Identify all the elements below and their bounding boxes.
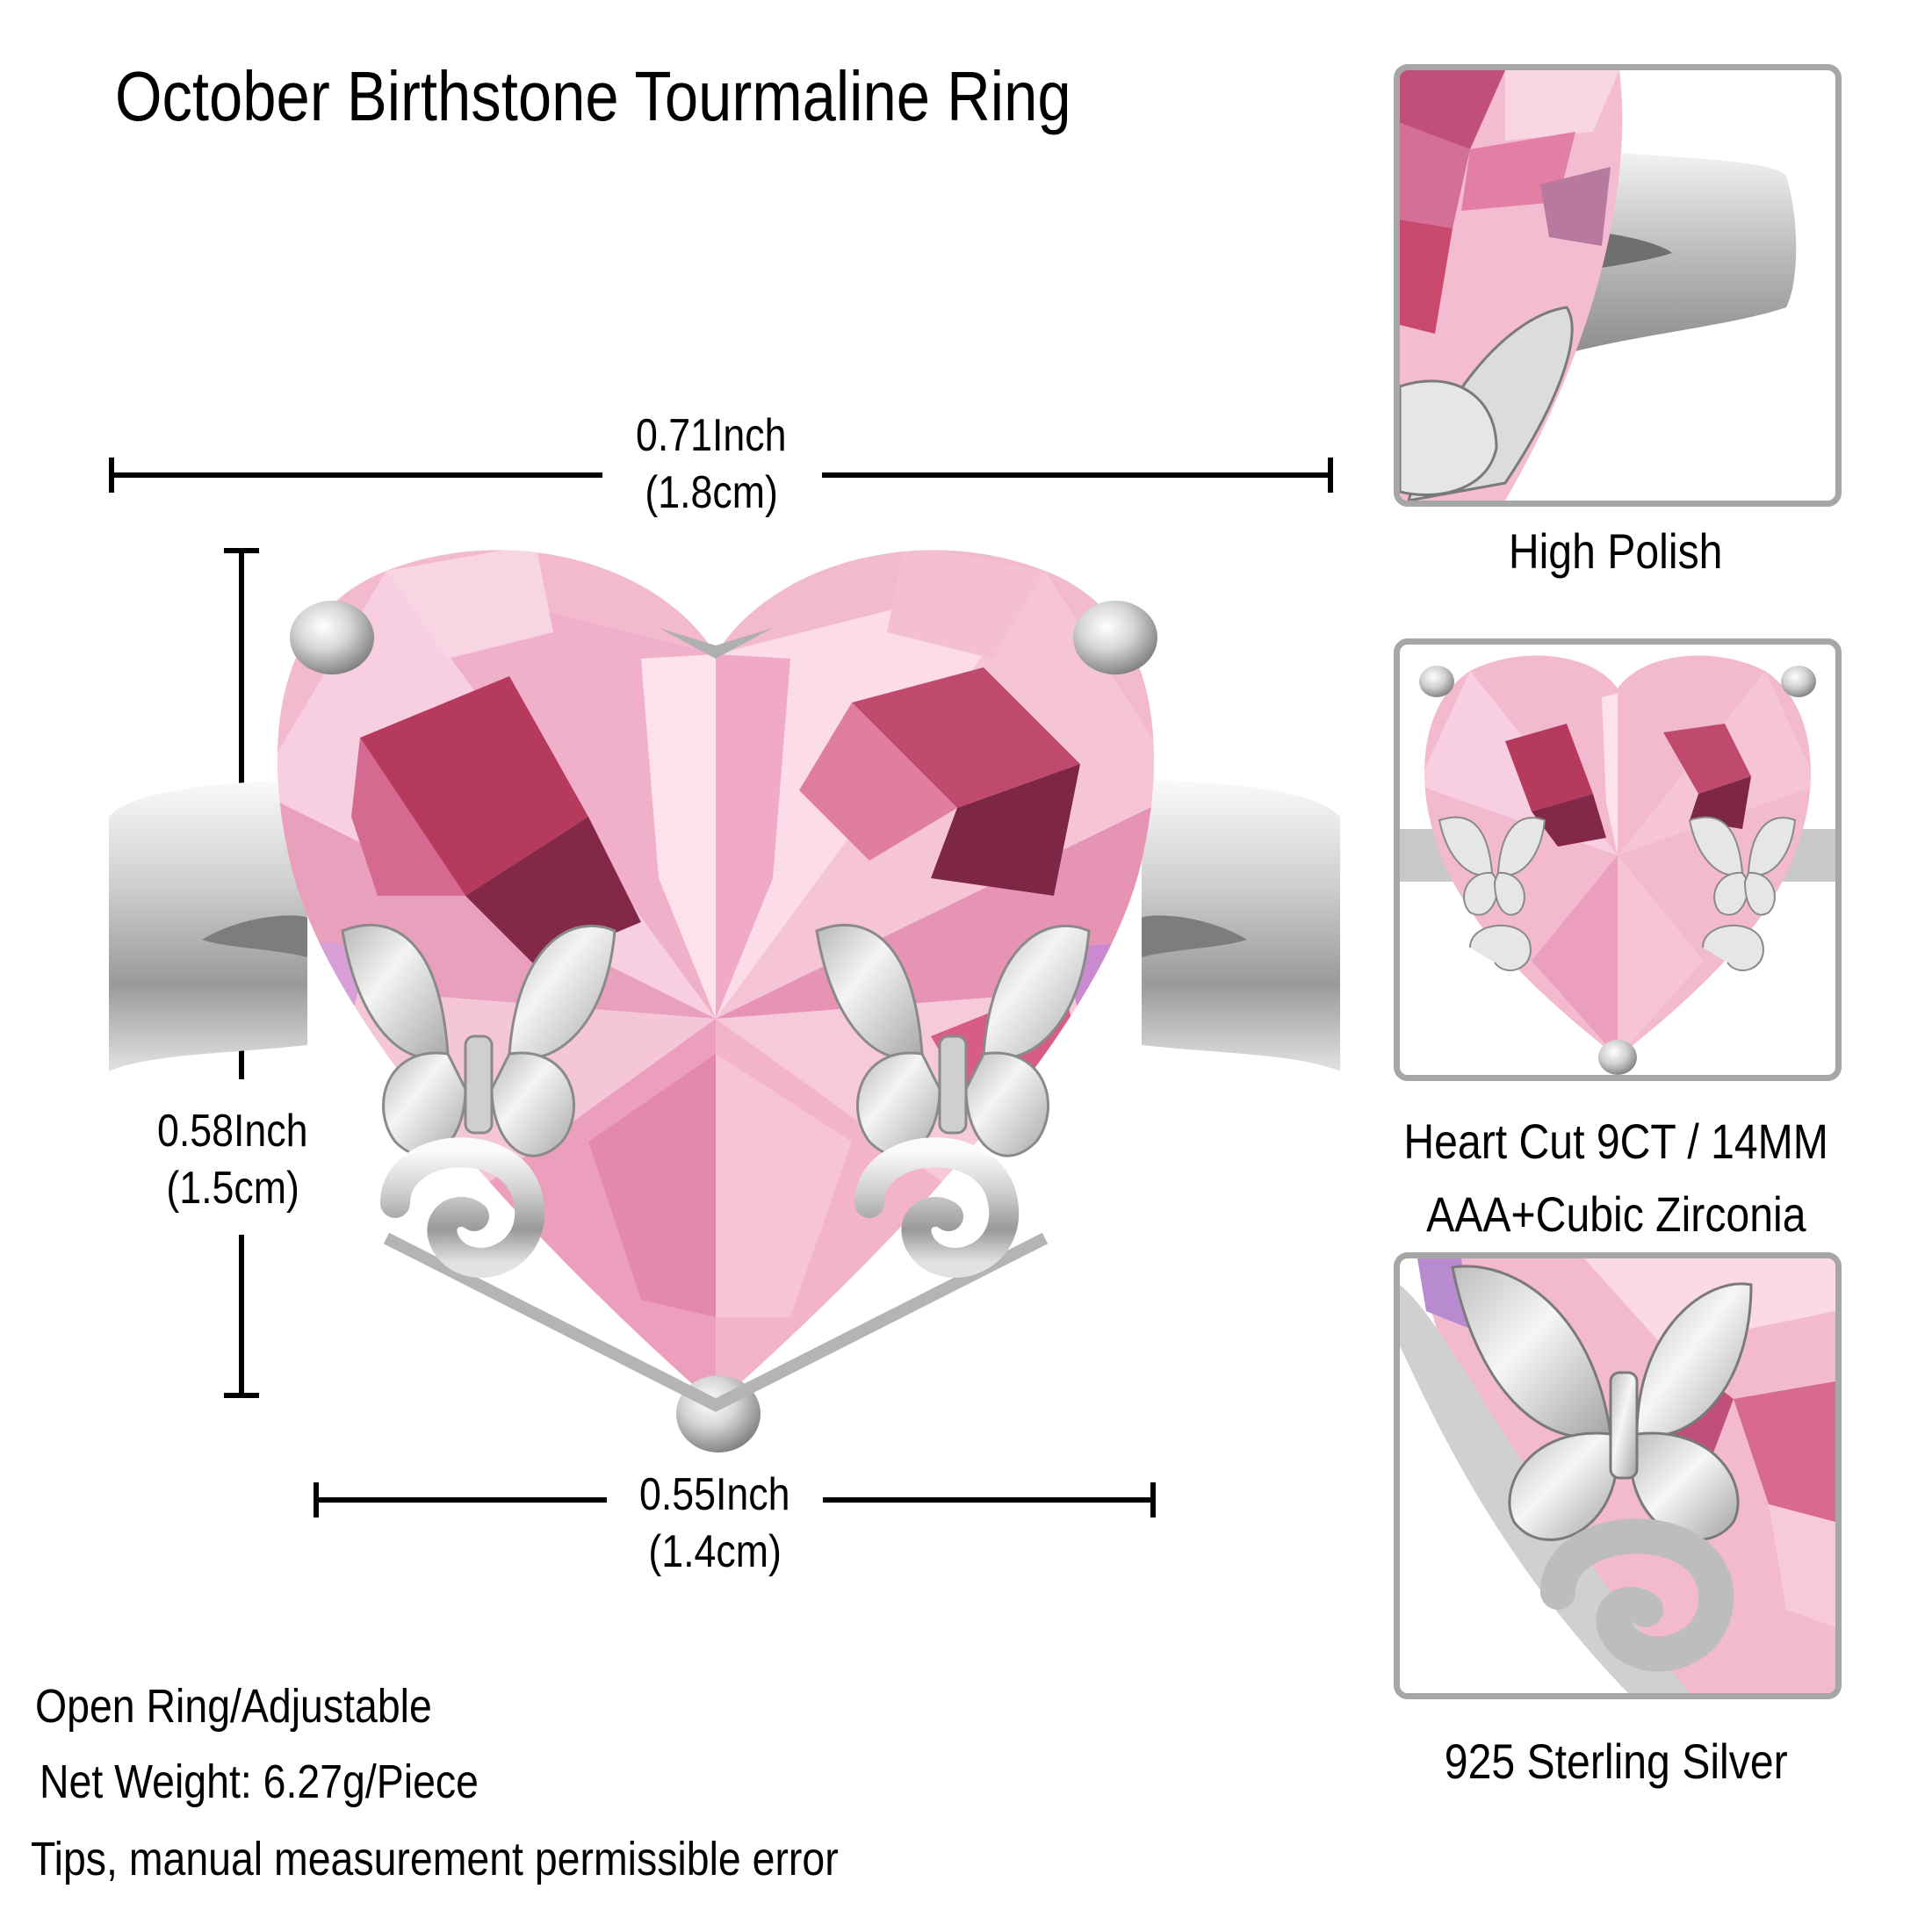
bottom-width-right-tick — [1150, 1482, 1156, 1517]
caption-heart-cut-line2: AAA+Cubic Zirconia — [1425, 1186, 1806, 1242]
band-closeup-image — [1400, 70, 1797, 501]
note-open-ring: Open Ring/Adjustable — [35, 1680, 432, 1733]
height-dimension-line-bottom — [239, 1235, 244, 1396]
note-tips: Tips, manual measurement permissible err… — [31, 1833, 839, 1885]
note-net-weight: Net Weight: 6.27g/Piece — [40, 1755, 479, 1808]
width-dimension-cm: (1.8cm) — [645, 467, 778, 518]
bottom-width-inch: 0.55Inch — [639, 1469, 790, 1520]
prong-top-right — [1073, 601, 1157, 674]
height-dimension-cm: (1.5cm) — [166, 1163, 299, 1214]
main-ring-image — [109, 550, 1340, 1453]
band-left — [109, 780, 307, 1071]
bottom-width-line-right — [823, 1497, 1153, 1503]
caption-heart-cut-line1: Heart Cut 9CT / 14MM — [1403, 1114, 1828, 1169]
width-dimension-line-left — [109, 472, 602, 478]
bottom-width-line-left — [314, 1497, 607, 1503]
caption-high-polish: High Polish — [1509, 523, 1723, 579]
width-dimension-inch: 0.71Inch — [636, 410, 787, 461]
thumbnail-sterling-silver — [1394, 1252, 1842, 1699]
page-title-text: October Birthstone Tourmaline Ring — [115, 57, 1071, 135]
bottom-width-cm: (1.4cm) — [648, 1526, 782, 1577]
width-dimension-line-right — [822, 472, 1331, 478]
butterfly-right — [815, 924, 1091, 1278]
thumbnail-heart-cut — [1394, 638, 1842, 1081]
butterfly-left — [341, 924, 616, 1278]
height-dimension-bottom-tick — [224, 1393, 259, 1398]
page-title: October Birthstone Tourmaline Ring — [115, 61, 1227, 132]
band-right — [1142, 780, 1340, 1071]
butterfly-closeup-image — [1400, 1258, 1835, 1693]
thumbnail-high-polish — [1394, 64, 1842, 507]
height-dimension-inch: 0.58Inch — [157, 1106, 308, 1157]
width-dimension-right-tick — [1328, 458, 1333, 493]
caption-sterling-silver: 925 Sterling Silver — [1444, 1734, 1788, 1789]
prong-top-left — [290, 601, 374, 674]
front-view-image — [1400, 655, 1835, 1075]
